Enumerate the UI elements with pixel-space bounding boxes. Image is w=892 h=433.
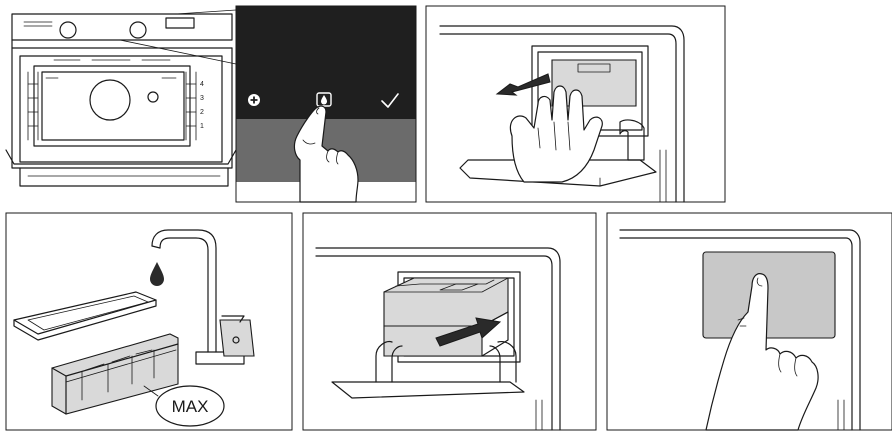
svg-text:4: 4 xyxy=(200,81,204,88)
fill-tank-panel: MAX xyxy=(6,213,292,430)
display-panel xyxy=(236,6,416,202)
max-label: MAX xyxy=(172,397,209,416)
oven-overview: 4 3 2 1 xyxy=(6,10,236,186)
plus-icon[interactable] xyxy=(248,94,260,106)
confirm-panel xyxy=(607,213,892,430)
insert-tank-panel xyxy=(303,213,596,430)
remove-tank-panel xyxy=(426,6,725,202)
svg-text:2: 2 xyxy=(200,109,204,116)
svg-text:3: 3 xyxy=(200,95,204,102)
svg-text:1: 1 xyxy=(200,123,204,130)
